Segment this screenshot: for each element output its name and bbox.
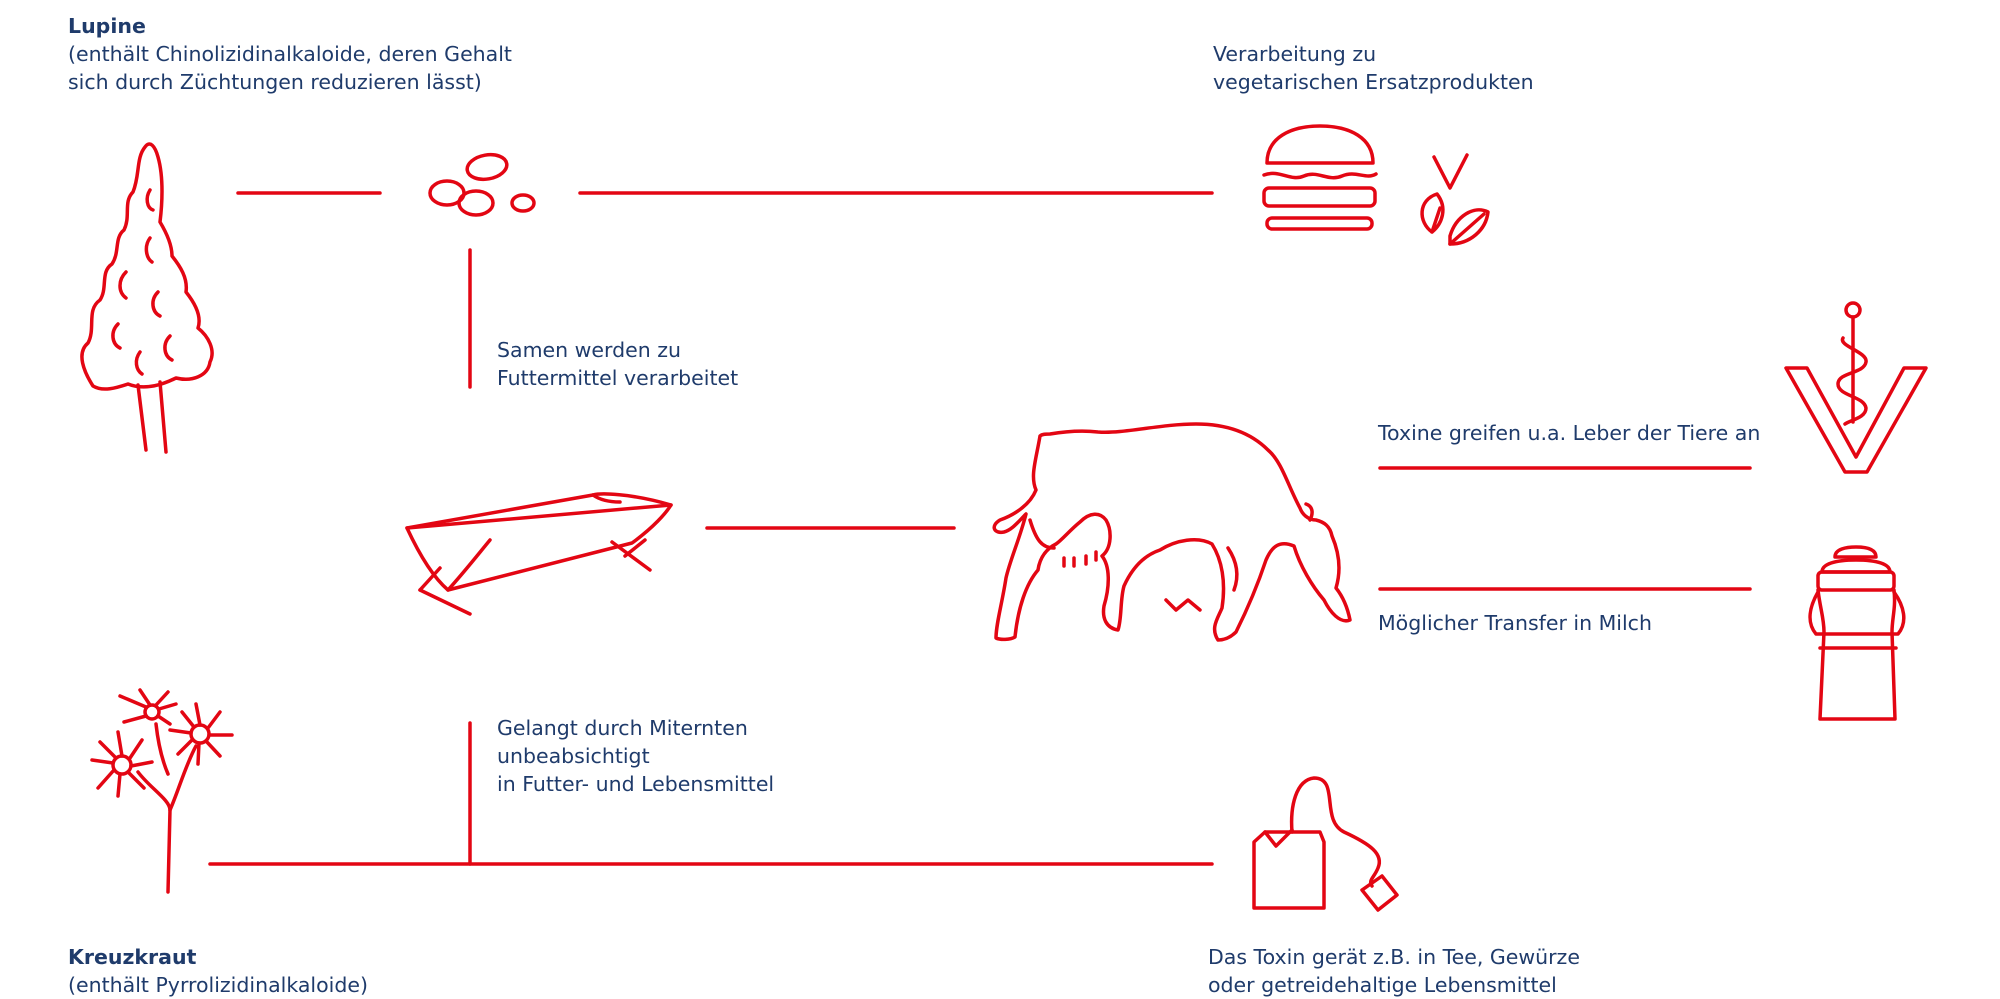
kreuzkraut-title: Kreuzkraut xyxy=(68,945,197,969)
lupine-description: (enthält Chinolizidinalkaloide, deren Ge… xyxy=(68,42,512,94)
feed-label: Samen werden zu Futtermittel verarbeitet xyxy=(497,338,739,390)
cow-icon xyxy=(994,424,1350,640)
ragwort-flower-icon xyxy=(92,690,232,892)
lupine-title: Lupine xyxy=(68,14,146,38)
milk-can-icon xyxy=(1810,547,1904,719)
vegan-leaf-icon xyxy=(1422,155,1488,244)
kreuzkraut-description: (enthält Pyrrolizidinalkaloide) xyxy=(68,973,368,997)
milk-transfer-label: Möglicher Transfer in Milch xyxy=(1378,611,1652,635)
veterinary-icon xyxy=(1786,303,1926,472)
lupine-plant-icon xyxy=(82,144,212,452)
liver-toxin-label: Toxine greifen u.a. Leber der Tiere an xyxy=(1378,421,1761,445)
feeding-trough-icon xyxy=(407,494,671,614)
tea-label: Das Toxin gerät z.B. in Tee, Gewürze ode… xyxy=(1208,945,1580,997)
burger-icon xyxy=(1264,126,1376,229)
seeds-icon xyxy=(430,152,534,215)
harvest-label: Gelangt durch Miternten unbeabsichtigt i… xyxy=(497,716,775,796)
tea-bag-icon xyxy=(1254,778,1397,910)
processing-label: Verarbeitung zu vegetarischen Ersatzprod… xyxy=(1213,42,1534,94)
